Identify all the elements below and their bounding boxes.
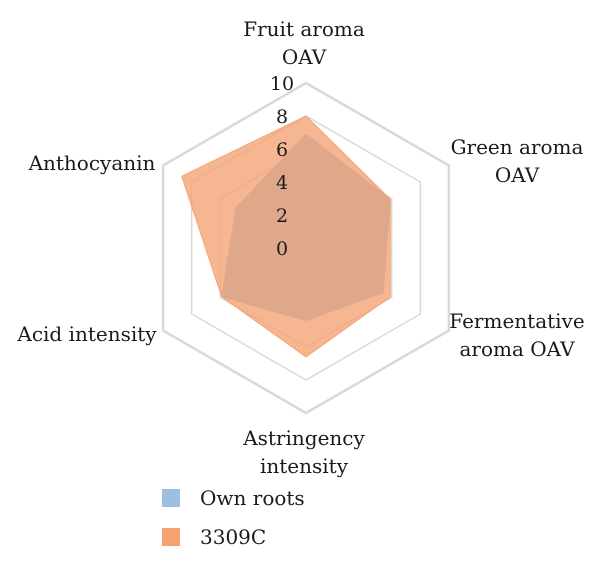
tick-label-6: 6 <box>276 139 288 161</box>
legend-label-0: Own roots <box>200 486 305 510</box>
radar-series <box>181 115 391 358</box>
legend-label-1: 3309C <box>200 525 266 549</box>
tick-label-0: 0 <box>276 238 288 260</box>
series-area-3309c <box>181 115 391 358</box>
grid-ring-10 <box>161 81 451 415</box>
axis-label-5: Anthocyanin <box>28 151 156 175</box>
tick-label-8: 8 <box>276 106 288 128</box>
legend: Own roots 3309C <box>162 486 305 549</box>
tick-label-4: 4 <box>276 172 288 194</box>
tick-label-2: 2 <box>276 205 288 227</box>
legend-swatch-1 <box>162 528 180 546</box>
radial-tick-labels: 0 2 4 6 8 10 <box>270 73 294 260</box>
axis-label-4: Acid intensity <box>16 322 157 346</box>
tick-label-10: 10 <box>270 73 294 95</box>
legend-swatch-0 <box>162 489 180 507</box>
